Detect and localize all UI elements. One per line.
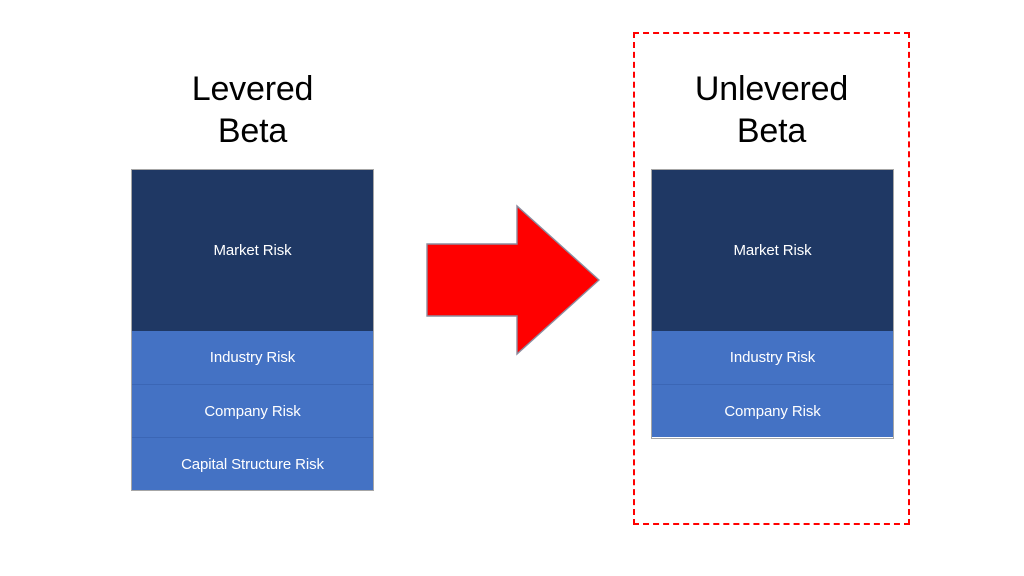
levered-segment-industry-risk-label: Industry Risk bbox=[209, 349, 296, 366]
levered-segment-industry-risk: Industry Risk bbox=[132, 331, 373, 384]
levered-segment-company-risk-label: Company Risk bbox=[204, 402, 301, 420]
unlevered-segment-market-risk: Market Risk bbox=[652, 170, 893, 331]
unlevered-beta-stack: Market Risk Industry Risk Company Risk bbox=[651, 169, 894, 439]
levered-segment-company-risk: Company Risk bbox=[132, 384, 373, 437]
unlevered-beta-group: Unlevered Beta Market Risk Industry Risk… bbox=[633, 32, 910, 525]
levered-beta-title: Levered Beta bbox=[191, 70, 314, 150]
levered-segment-capital-structure-risk-label: Capital Structure Risk bbox=[181, 455, 324, 473]
unlevered-segment-company-risk: Company Risk bbox=[652, 384, 893, 437]
levered-beta-group: Levered Beta Market Risk Industry Risk C… bbox=[110, 32, 395, 525]
unlevered-beta-title: Unlevered Beta bbox=[694, 70, 849, 150]
unlevered-segment-market-risk-label: Market Risk bbox=[733, 242, 812, 259]
levered-segment-market-risk: Market Risk bbox=[132, 170, 373, 331]
right-arrow-icon bbox=[425, 200, 605, 360]
levered-segment-capital-structure-risk: Capital Structure Risk bbox=[132, 437, 373, 490]
unlevered-segment-industry-risk-label: Industry Risk bbox=[729, 349, 816, 366]
levered-segment-market-risk-label: Market Risk bbox=[213, 242, 292, 259]
unlevered-segment-industry-risk: Industry Risk bbox=[652, 331, 893, 384]
unlevered-segment-company-risk-label: Company Risk bbox=[724, 402, 821, 420]
levered-beta-stack: Market Risk Industry Risk Company Risk C… bbox=[131, 169, 374, 491]
